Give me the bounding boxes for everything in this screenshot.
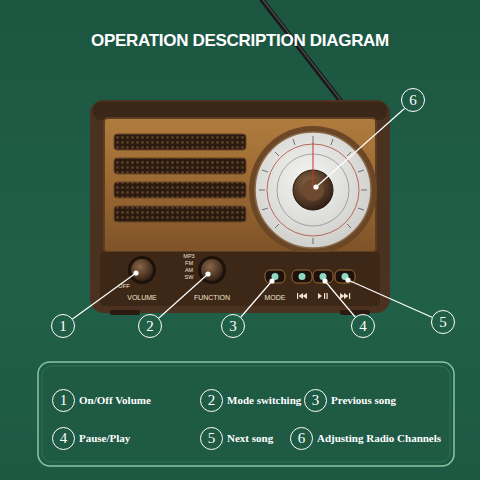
function-text: Adjusting Radio Channels: [317, 432, 441, 444]
callout-circle: 4: [351, 314, 375, 338]
callout-number: 4: [52, 427, 75, 450]
callout-circle: 5: [431, 310, 455, 334]
function-text: Pause/Play: [79, 432, 130, 444]
callout-number: 1: [52, 389, 75, 412]
legend-item: 6 Adjusting Radio Channels: [290, 427, 441, 450]
callout-number: 3: [304, 389, 327, 412]
callout-number: 2: [200, 389, 223, 412]
diagram-title: OPERATION DESCRIPTION DIAGRAM: [0, 31, 480, 51]
function-text: On/Off Volume: [79, 394, 151, 406]
function-text: Mode switching: [227, 394, 301, 406]
panel-label: FM: [185, 261, 193, 267]
callout-number: 6: [290, 427, 313, 450]
callout-number: 2: [146, 319, 154, 334]
callout-number: 4: [359, 319, 367, 334]
callout-number: 1: [59, 319, 67, 334]
function-text: Previous song: [331, 394, 396, 406]
callout-circle: 3: [221, 314, 245, 338]
legend-item: 3 Previous song: [304, 389, 396, 412]
panel-label: MODE: [265, 294, 286, 301]
function-text: Next song: [227, 432, 273, 444]
callout-number: 6: [409, 93, 417, 108]
panel-label: VOLUME: [127, 294, 157, 301]
panel-label: AM: [185, 268, 193, 274]
callout-number: 3: [229, 319, 237, 334]
callout-circle: 2: [138, 314, 162, 338]
panel-label: OFF: [118, 283, 130, 289]
legend-item: 2 Mode switching: [200, 389, 301, 412]
legend-item: 5 Next song: [200, 427, 273, 450]
panel-label: FUNCTION: [194, 294, 230, 301]
panel-label: MP3: [183, 254, 194, 260]
callout-number: 5: [439, 315, 447, 330]
legend-item: 4 Pause/Play: [52, 427, 130, 450]
callout-number: 5: [200, 427, 223, 450]
legend-item: 1 On/Off Volume: [52, 389, 151, 412]
panel-label: SW: [185, 275, 194, 281]
callout-circle: 1: [51, 314, 75, 338]
callout-circle: 6: [401, 88, 425, 112]
